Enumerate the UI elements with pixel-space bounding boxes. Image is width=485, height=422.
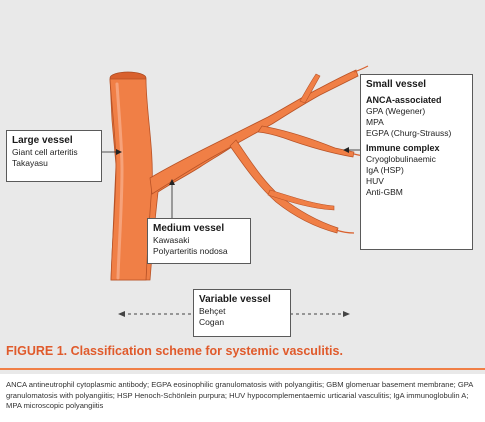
medium-vessel-item: Polyarteritis nodosa bbox=[153, 246, 228, 256]
vessel-illustration bbox=[102, 65, 369, 317]
immune-complex-item: HUV bbox=[366, 176, 384, 186]
variable-vessel-item: Behçet bbox=[199, 306, 226, 316]
immune-complex-heading: Immune complex bbox=[366, 143, 440, 153]
small-vessel-branch bbox=[257, 125, 355, 158]
variable-vessel-title: Variable vessel bbox=[199, 294, 271, 305]
figure-caption: FIGURE 1. Classification scheme for syst… bbox=[6, 344, 343, 358]
small-vessel-box: Small vessel ANCA-associated GPA (Wegene… bbox=[360, 74, 473, 250]
anca-associated-heading: ANCA-associated bbox=[366, 95, 442, 105]
large-vessel-item: Giant cell arteritis bbox=[12, 147, 78, 157]
large-vessel-item: Takayasu bbox=[12, 158, 48, 168]
anca-item: GPA (Wegener) bbox=[366, 106, 426, 116]
figure-panel: Large vessel Giant cell arteritis Takaya… bbox=[0, 0, 485, 374]
anca-item: EGPA (Churg-Strauss) bbox=[366, 128, 452, 138]
immune-complex-item: Cryoglobulinaemic bbox=[366, 154, 436, 164]
small-vessel-title: Small vessel bbox=[366, 79, 427, 90]
medium-vessel-item: Kawasaki bbox=[153, 235, 190, 245]
caption-divider bbox=[0, 368, 485, 370]
medium-vessel-box: Medium vessel Kawasaki Polyarteritis nod… bbox=[147, 218, 251, 264]
abbreviations-footnote: ANCA antineutrophil cytoplasmic antibody… bbox=[6, 380, 473, 410]
variable-vessel-item: Cogan bbox=[199, 317, 225, 327]
small-vessel-branch-lower bbox=[229, 139, 339, 234]
large-vessel-title: Large vessel bbox=[12, 135, 73, 146]
variable-vessel-box: Variable vessel Behçet Cogan bbox=[193, 289, 291, 337]
medium-vessel-title: Medium vessel bbox=[153, 223, 225, 234]
large-vessel-box: Large vessel Giant cell arteritis Takaya… bbox=[6, 130, 102, 182]
immune-complex-item: Anti-GBM bbox=[366, 187, 403, 197]
immune-complex-item: IgA (HSP) bbox=[366, 165, 404, 175]
anca-item: MPA bbox=[366, 117, 384, 127]
